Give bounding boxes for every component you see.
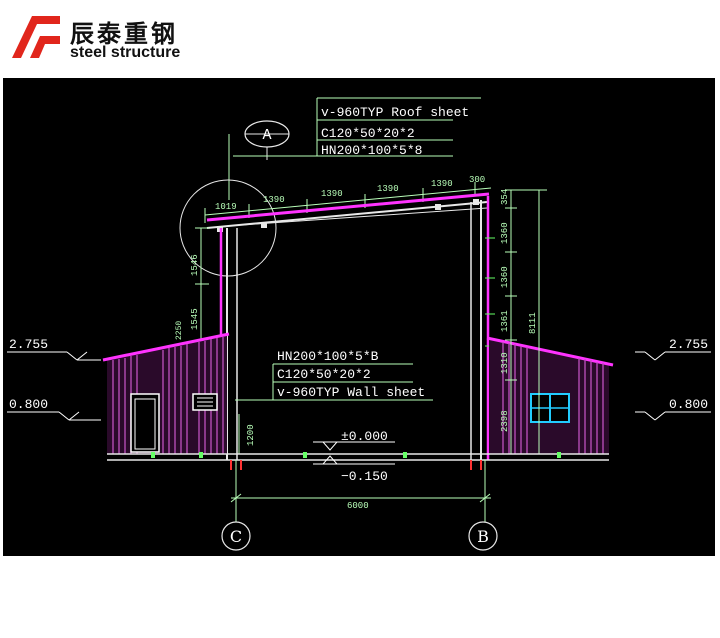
right-dim-4: 1361 xyxy=(500,310,510,332)
right-upper-level: 2.755 xyxy=(669,337,708,352)
total-height-dim: 8111 xyxy=(528,312,538,334)
grid-c-marker: C xyxy=(221,521,251,551)
left-dim-1: 1546 xyxy=(190,254,200,276)
roof-dim-6: 300 xyxy=(469,175,485,185)
brand-mark-icon xyxy=(12,16,60,58)
elevation-section: A v-960TYP Roof sheet C120*50*20*2 HN200… xyxy=(7,97,711,551)
left-column-dimensions: 1546 1545 2250 xyxy=(175,227,209,345)
roof-dim-5: 1390 xyxy=(431,179,453,189)
roof-note-2: C120*50*20*2 xyxy=(321,126,415,141)
left-lean-to xyxy=(102,332,230,454)
wall-note-1: HN200*100*5*B xyxy=(277,349,379,364)
brand-name-cn: 辰泰重钢 xyxy=(70,20,178,48)
roof-note-3: HN200*100*5*8 xyxy=(321,143,422,158)
grid-a-label: A xyxy=(262,127,271,144)
roof-note-1: v-960TYP Roof sheet xyxy=(321,105,469,120)
main-frame xyxy=(206,192,495,460)
roof-dim-4: 1390 xyxy=(377,184,399,194)
brand-logo: 辰泰重钢 steel structure xyxy=(10,14,210,64)
ground xyxy=(107,452,609,470)
right-lower-level: 0.800 xyxy=(669,397,708,412)
right-dim-3: 1360 xyxy=(500,266,510,288)
span-dim: 6000 xyxy=(347,501,369,511)
right-dim-6: 2398 xyxy=(500,410,510,432)
door-dim: 1200 xyxy=(246,424,256,446)
grid-b-marker: B xyxy=(468,521,498,551)
left-lower-level: 0.800 xyxy=(9,397,48,412)
right-dim-5: 1310 xyxy=(500,352,510,374)
right-dimensions: 354 1360 1360 1361 1310 2398 8111 xyxy=(500,189,547,455)
wall-note-2: C120*50*20*2 xyxy=(277,367,371,382)
wall-note-3: v-960TYP Wall sheet xyxy=(277,385,425,400)
brand-name-en: steel structure xyxy=(70,44,181,61)
lean-to-dim: 2250 xyxy=(175,321,184,340)
door-dimension: 1200 xyxy=(238,414,256,454)
left-upper-level: 2.755 xyxy=(9,337,48,352)
roof-dim-1: 1019 xyxy=(215,202,237,212)
grid-b-label: B xyxy=(477,527,489,546)
below-level: −0.150 xyxy=(341,469,388,484)
left-dim-2: 1545 xyxy=(190,308,200,330)
grid-c-label: C xyxy=(230,527,242,546)
floor-level-markers: ±0.000 −0.150 xyxy=(313,429,395,484)
roof-dim-2: 1390 xyxy=(263,195,285,205)
floor-level: ±0.000 xyxy=(341,429,388,444)
roof-notes: v-960TYP Roof sheet C120*50*20*2 HN200*1… xyxy=(233,97,481,158)
cad-drawing: A v-960TYP Roof sheet C120*50*20*2 HN200… xyxy=(3,78,715,556)
right-lean-to xyxy=(486,336,614,454)
wall-notes: HN200*100*5*B C120*50*20*2 v-960TYP Wall… xyxy=(235,349,433,401)
grid-a-marker: A xyxy=(244,120,290,160)
left-level-markers: 2.755 0.800 xyxy=(7,337,101,421)
right-dim-1: 354 xyxy=(500,189,510,205)
span-dimension: 6000 xyxy=(230,460,491,522)
roof-dim-3: 1390 xyxy=(321,189,343,199)
right-dim-2: 1360 xyxy=(500,222,510,244)
left-door xyxy=(130,393,160,453)
right-level-markers: 2.755 0.800 xyxy=(635,337,711,421)
